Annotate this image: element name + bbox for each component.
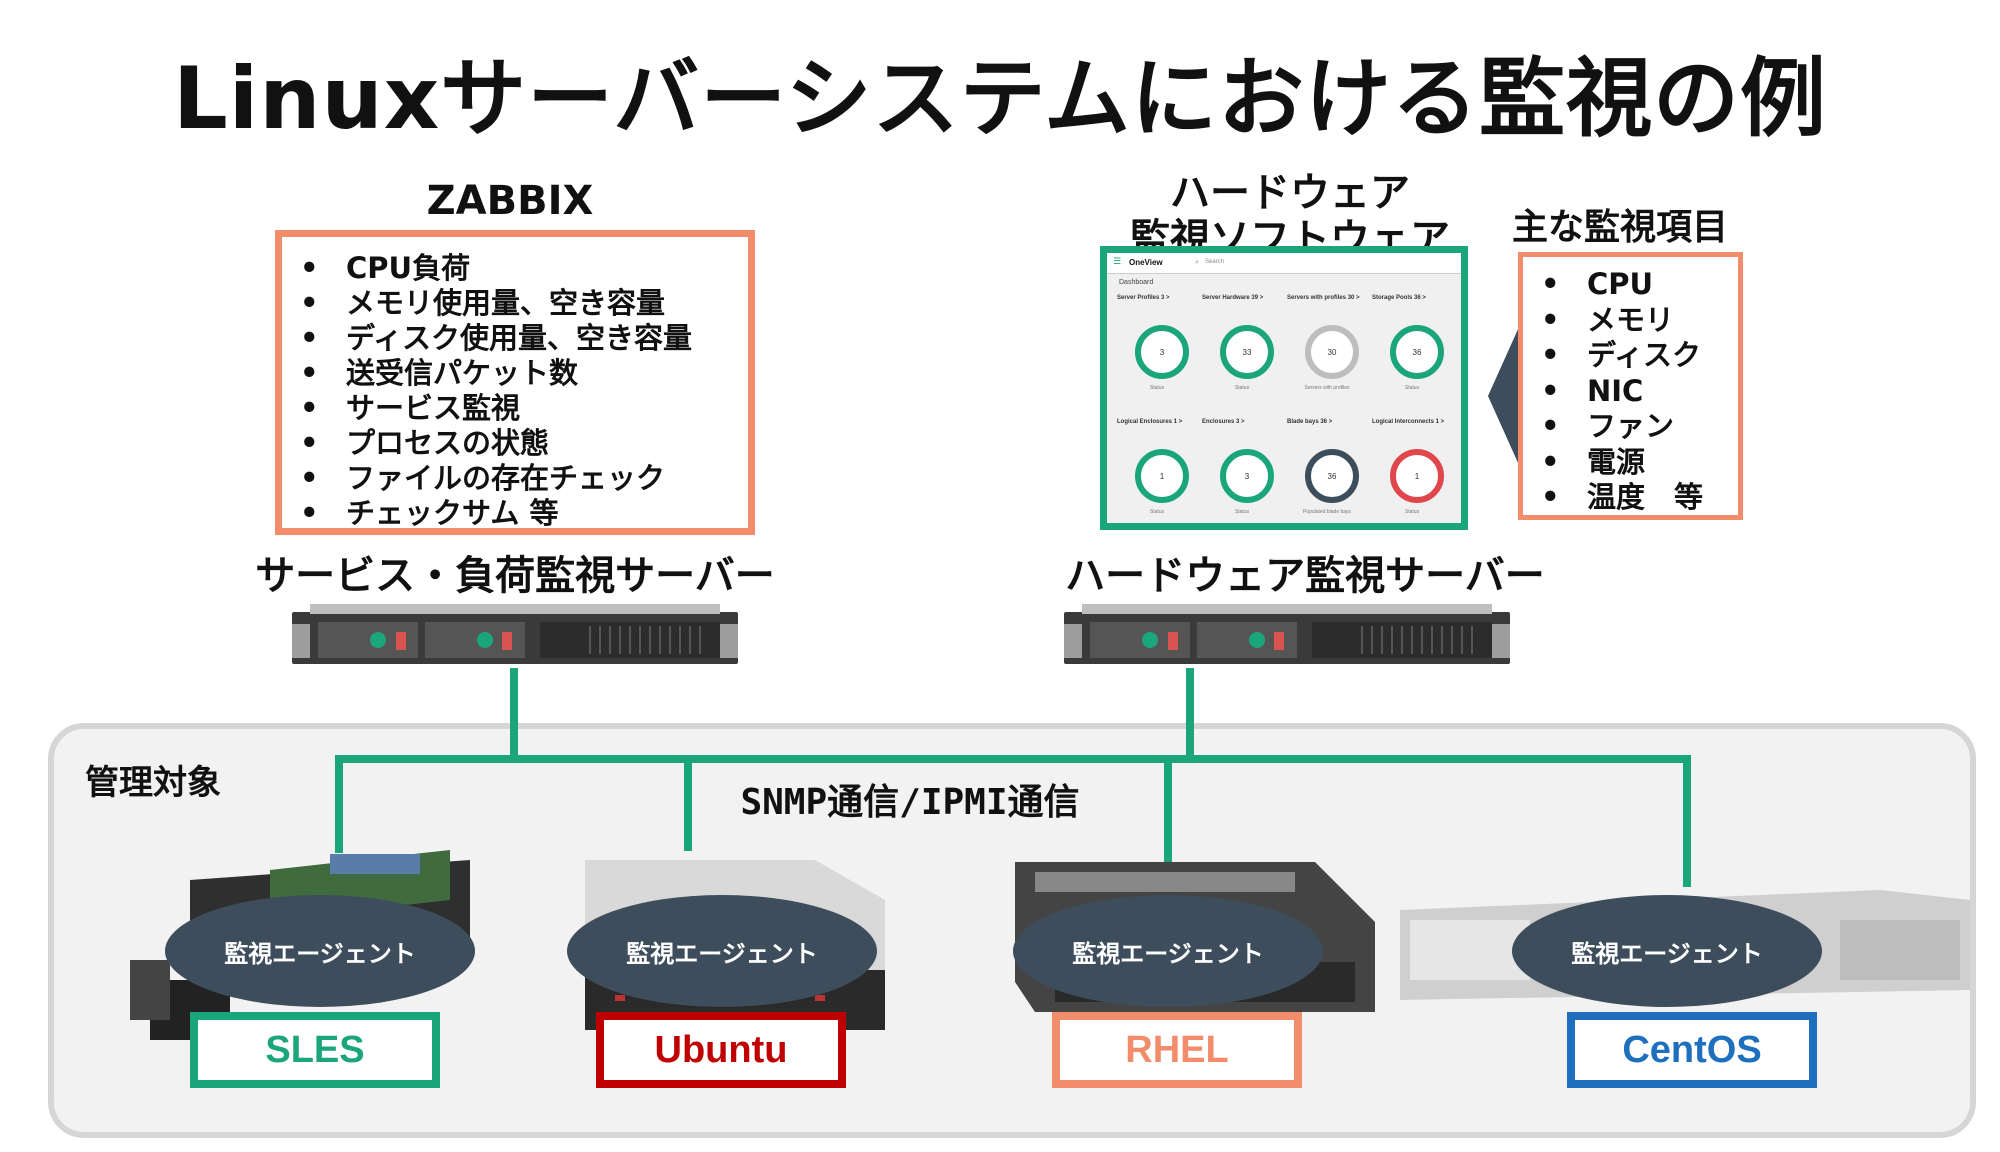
list-item: 温度 等 [1523, 480, 1738, 516]
page-title: Linuxサーバーシステムにおける監視の例 [172, 49, 1828, 149]
ubuntu-agent: 監視エージェント [567, 895, 877, 1007]
dashboard-card-value: 36 [1412, 347, 1422, 357]
os-label-rhel: RHEL [1052, 1012, 1302, 1088]
dashboard-card-value: 3 [1244, 471, 1250, 481]
dashboard-header: ☰ OneView ⌕ Search [1107, 253, 1461, 274]
list-item: チェックサム 等 [282, 496, 748, 531]
list-item: 送受信パケット数 [282, 356, 748, 391]
main-items-list: CPUメモリディスクNICファン電源温度 等 [1523, 267, 1738, 516]
dashboard-search: Search [1205, 259, 1225, 265]
hw-server-label: ハードウェア監視サーバー [1065, 553, 1545, 599]
zabbix-heading: ZABBIX [426, 178, 594, 224]
managed-targets-label: 管理対象 [85, 763, 221, 803]
hw-software-heading-line1: ハードウェア [1170, 170, 1410, 216]
os-label-ubuntu: Ubuntu [596, 1012, 846, 1088]
dashboard-card-title: Storage Pools 36 > [1372, 295, 1426, 301]
os-label-sles: SLES [190, 1012, 440, 1088]
network-bus [335, 755, 1691, 763]
dashboard-card-title: Enclosures 3 > [1202, 419, 1245, 425]
dashboard-card-caption: Servers with profiles [1304, 385, 1350, 391]
sles-agent: 監視エージェント [165, 895, 475, 1007]
oneview-dashboard-screenshot: ☰ OneView ⌕ Search Dashboard Server Prof… [1100, 246, 1468, 530]
dashboard-card-title: Blade bays 36 > [1287, 419, 1333, 425]
centos-drop [1683, 755, 1691, 887]
hw-uplink [1186, 668, 1194, 758]
dashboard-card-ring: 36 [1390, 325, 1444, 379]
main-items-box: CPUメモリディスクNICファン電源温度 等 [1518, 252, 1743, 520]
dashboard-card-value: 1 [1159, 471, 1165, 481]
dashboard-card-ring: 3 [1220, 449, 1274, 503]
os-label-centos: CentOS [1567, 1012, 1817, 1088]
zabbix-items-box: CPU負荷メモリ使用量、空き容量ディスク使用量、空き容量送受信パケット数サービス… [275, 230, 755, 535]
hw-server-icon [1064, 604, 1510, 664]
dashboard-card-title: Logical Interconnects 1 > [1372, 419, 1445, 425]
rhel-agent: 監視エージェント [1013, 895, 1323, 1007]
dashboard-card-title: Server Hardware 39 > [1202, 295, 1264, 301]
rhel-drop [1164, 755, 1172, 881]
zabbix-server-icon [292, 604, 738, 664]
list-item: メモリ [1523, 303, 1738, 339]
oneview-app-name: OneView [1129, 258, 1163, 267]
list-item: メモリ使用量、空き容量 [282, 286, 748, 321]
dashboard-card-ring: 3 [1135, 325, 1189, 379]
dashboard-card-value: 33 [1242, 347, 1252, 357]
list-item: サービス監視 [282, 391, 748, 426]
list-item: ファイルの存在チェック [282, 461, 748, 496]
list-item: ディスク [1523, 338, 1738, 374]
dashboard-card-ring: 30 [1305, 325, 1359, 379]
dashboard-card-ring: 33 [1220, 325, 1274, 379]
dashboard-card-caption: Status [1404, 509, 1420, 515]
dashboard-card-caption: Status [1149, 385, 1165, 391]
dashboard-card-caption: Status [1234, 385, 1250, 391]
dashboard-card-ring: 1 [1135, 449, 1189, 503]
dashboard-card-caption: Status [1404, 385, 1420, 391]
centos-agent: 監視エージェント [1512, 895, 1822, 1007]
dashboard-card-title: Server Profiles 3 > [1117, 295, 1170, 301]
dashboard-card-title: Logical Enclosures 1 > [1117, 419, 1183, 425]
list-item: CPU負荷 [282, 251, 748, 286]
zabbix-uplink [510, 668, 518, 758]
dashboard-card-ring: 1 [1390, 449, 1444, 503]
dashboard-card-value: 30 [1327, 347, 1337, 357]
list-item: ディスク使用量、空き容量 [282, 321, 748, 356]
ubuntu-drop [684, 755, 692, 851]
list-item: CPU [1523, 267, 1738, 303]
dashboard-card-caption: Populated blade bays [1302, 509, 1352, 515]
dashboard-page-title: Dashboard [1119, 279, 1154, 286]
menu-icon: ☰ [1113, 257, 1122, 267]
dashboard-card-value: 1 [1414, 471, 1420, 481]
list-item: NIC [1523, 374, 1738, 410]
dashboard-card-title: Servers with profiles 30 > [1287, 295, 1360, 301]
main-items-heading: 主な監視項目 [1511, 207, 1728, 248]
dashboard-card-ring: 36 [1305, 449, 1359, 503]
list-item: 電源 [1523, 445, 1738, 481]
list-item: プロセスの状態 [282, 426, 748, 461]
search-icon: ⌕ [1195, 258, 1199, 266]
dashboard-card-value: 3 [1159, 347, 1165, 357]
sles-drop [335, 755, 343, 853]
network-label: SNMP通信/IPMI通信 [740, 782, 1080, 823]
zabbix-server-label: サービス・負荷監視サーバー [255, 553, 775, 599]
dashboard-card-value: 36 [1327, 471, 1337, 481]
zabbix-items-list: CPU負荷メモリ使用量、空き容量ディスク使用量、空き容量送受信パケット数サービス… [282, 251, 748, 531]
dashboard-card-caption: Status [1234, 509, 1250, 515]
list-item: ファン [1523, 409, 1738, 445]
dashboard-card-caption: Status [1149, 509, 1165, 515]
